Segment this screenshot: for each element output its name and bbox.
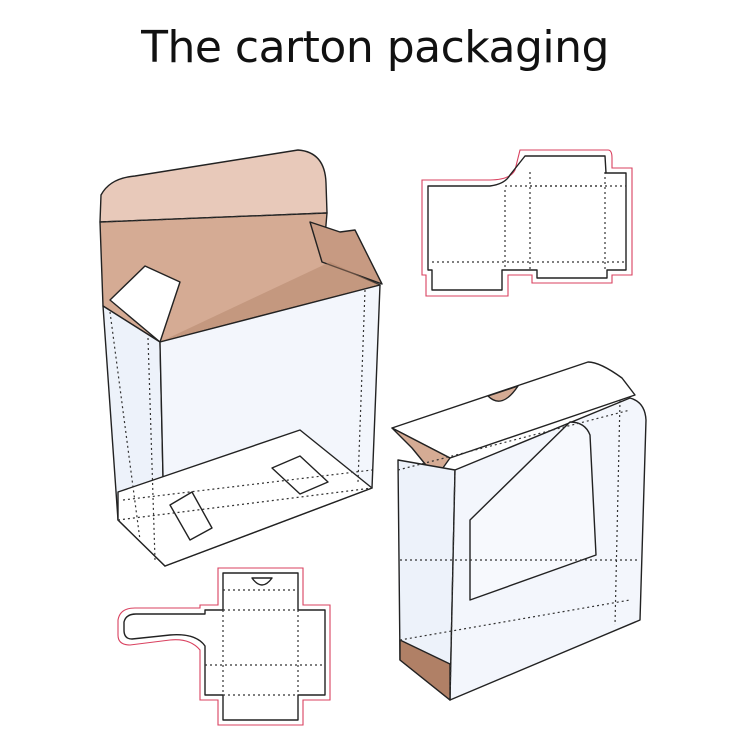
dieline-panel <box>427 155 627 291</box>
dieline-cut-outline <box>421 149 633 297</box>
shallow-box <box>391 361 647 701</box>
back-lid-flap <box>99 149 328 223</box>
dieline-bottom-left <box>117 567 331 726</box>
bottom-tab-left <box>169 491 213 541</box>
dieline-top-right <box>421 149 633 297</box>
page-title: The carton packaging <box>141 22 609 73</box>
dieline-cut-outline-2 <box>117 567 331 726</box>
top-lid <box>391 361 636 459</box>
bottom-tab-right <box>271 455 329 495</box>
tall-open-box <box>99 149 383 567</box>
window <box>469 421 597 601</box>
right-dust-flap <box>309 221 383 285</box>
inside-shadow <box>160 262 380 342</box>
thumb-cut <box>487 385 519 402</box>
thumb-notch <box>251 577 273 586</box>
dieline-panel-2 <box>123 572 326 721</box>
left-dust-flap <box>109 265 181 343</box>
